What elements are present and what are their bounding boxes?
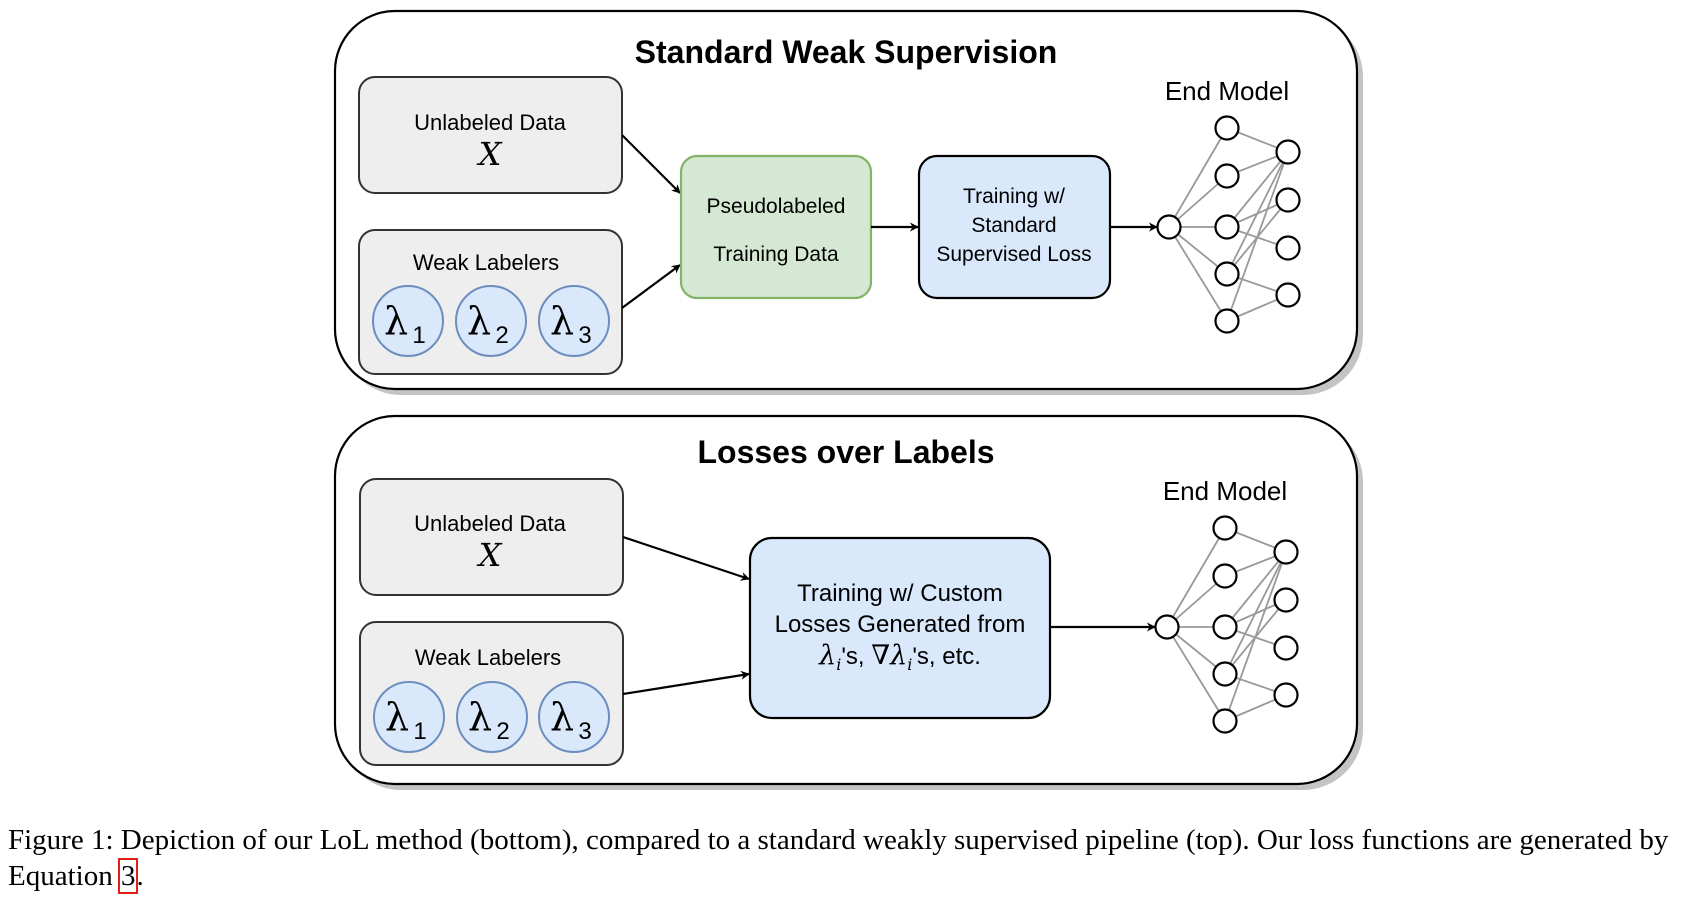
labeler-lambda-1: λ 1 — [373, 681, 445, 753]
lambda-symbol: λ — [385, 695, 409, 739]
network-edge — [1226, 151, 1289, 322]
panel-title: Standard Weak Supervision — [635, 34, 1058, 70]
grad-lambda-i: ∇λ — [871, 640, 907, 671]
lambda-subscript: 1 — [412, 322, 425, 349]
network-edge — [1224, 551, 1287, 628]
lambda-symbol: λ — [468, 695, 492, 739]
weak-labelers-label: Weak Labelers — [415, 645, 561, 670]
network-output-node — [1275, 187, 1301, 213]
network-edge — [1224, 551, 1287, 675]
panel-title: Losses over Labels — [697, 434, 994, 470]
training-line2: Standard — [971, 214, 1056, 237]
network-hidden-node — [1214, 261, 1240, 287]
pseudolabeled-line1: Pseudolabeled — [707, 195, 846, 218]
labeler-lambda-2: λ 2 — [456, 681, 528, 753]
network-edge — [1166, 626, 1226, 722]
network-hidden-node — [1214, 163, 1240, 189]
unlabeled-data-label: Unlabeled Data — [414, 511, 566, 536]
panel-losses-over-labels: Losses over Labels Unlabeled Data X Weak… — [333, 414, 1363, 790]
network-hidden-node — [1212, 614, 1238, 640]
training-line1: Training w/ — [963, 185, 1065, 208]
network-hidden-node — [1212, 708, 1238, 734]
arrow-unlabeled-to-pseudolabeled — [621, 134, 681, 194]
network-edge — [1168, 175, 1228, 228]
labeler-circle — [538, 681, 610, 753]
lambda-subscript: 1 — [413, 718, 426, 745]
lambda-subscript: 2 — [495, 322, 508, 349]
weak-labelers-label: Weak Labelers — [413, 250, 559, 275]
network-edge — [1226, 151, 1289, 275]
network-hidden-node — [1212, 515, 1238, 541]
network-edge — [1226, 151, 1289, 228]
network-output-node — [1275, 282, 1301, 308]
lambda-i-sub: i — [836, 655, 841, 674]
labeler-lambda-3: λ 3 — [538, 285, 610, 357]
labeler-lambda-2: λ 2 — [455, 285, 527, 357]
training-line3: Supervised Loss — [936, 243, 1091, 266]
network-edge — [1166, 527, 1226, 628]
network-output-node — [1275, 235, 1301, 261]
labeler-circle — [455, 285, 527, 357]
end-model-label: End Model — [1163, 476, 1287, 506]
network-hidden-node — [1214, 308, 1240, 334]
network-edge — [1168, 127, 1228, 228]
end-model-label: End Model — [1165, 76, 1289, 106]
end-model-network — [1156, 115, 1301, 334]
labeler-circle — [456, 681, 528, 753]
lambda-symbol: λ — [550, 299, 574, 343]
labeler-lambda-1: λ 1 — [372, 285, 444, 357]
lambda-subscript: 3 — [578, 718, 591, 745]
network-input-node — [1154, 614, 1180, 640]
lambda-symbol: λ — [550, 695, 574, 739]
network-output-node — [1273, 635, 1299, 661]
network-hidden-node — [1214, 214, 1240, 240]
arrow-unlabeled-to-training — [622, 535, 750, 581]
figure-caption: Figure 1: Depiction of our LoL method (b… — [8, 822, 1688, 894]
arrow-labelers-to-pseudolabeled — [621, 264, 681, 309]
unlabeled-data-label: Unlabeled Data — [414, 110, 566, 135]
network-hidden-node — [1212, 661, 1238, 687]
network-edge — [1224, 551, 1287, 722]
network-output-node — [1273, 539, 1299, 565]
labeler-lambda-3: λ 3 — [538, 681, 610, 753]
lambda-subscript: 3 — [578, 322, 591, 349]
lambda-subscript: 2 — [496, 718, 509, 745]
lambda-symbol: λ — [467, 299, 491, 343]
grad-lambda-i-sub: i — [907, 655, 912, 674]
labeler-circle — [373, 681, 445, 753]
arrow-labelers-to-training — [622, 670, 750, 696]
training-line2: Losses Generated from — [775, 611, 1026, 638]
labeler-circle — [372, 285, 444, 357]
training-math-line: λi's, ∇λi's, etc. — [818, 640, 981, 674]
labeler-circle — [538, 285, 610, 357]
training-line1: Training w/ Custom — [797, 580, 1003, 607]
text-s2: 's, etc. — [912, 643, 981, 670]
pseudolabeled-data-box — [679, 154, 873, 300]
network-hidden-node — [1212, 563, 1238, 589]
x-symbol: X — [476, 536, 503, 574]
end-model-network — [1154, 515, 1299, 734]
network-output-node — [1273, 682, 1299, 708]
network-hidden-node — [1214, 115, 1240, 141]
network-edge — [1166, 575, 1226, 628]
network-output-node — [1275, 139, 1301, 165]
equation-reference-link[interactable]: 3 — [118, 858, 139, 894]
text-s1: 's, — [841, 643, 871, 670]
network-output-node — [1273, 587, 1299, 613]
network-input-node — [1156, 214, 1182, 240]
x-symbol: X — [476, 135, 503, 173]
caption-text: Figure 1: Depiction of our LoL method (b… — [8, 824, 1669, 892]
caption-end: . — [136, 860, 144, 892]
pseudolabeled-line2: Training Data — [713, 243, 839, 266]
lambda-i: λ — [818, 640, 836, 671]
panel-standard-weak-supervision: Standard Weak Supervision Unlabeled Data… — [333, 9, 1363, 395]
network-edge — [1168, 226, 1228, 322]
lambda-symbol: λ — [384, 299, 408, 343]
